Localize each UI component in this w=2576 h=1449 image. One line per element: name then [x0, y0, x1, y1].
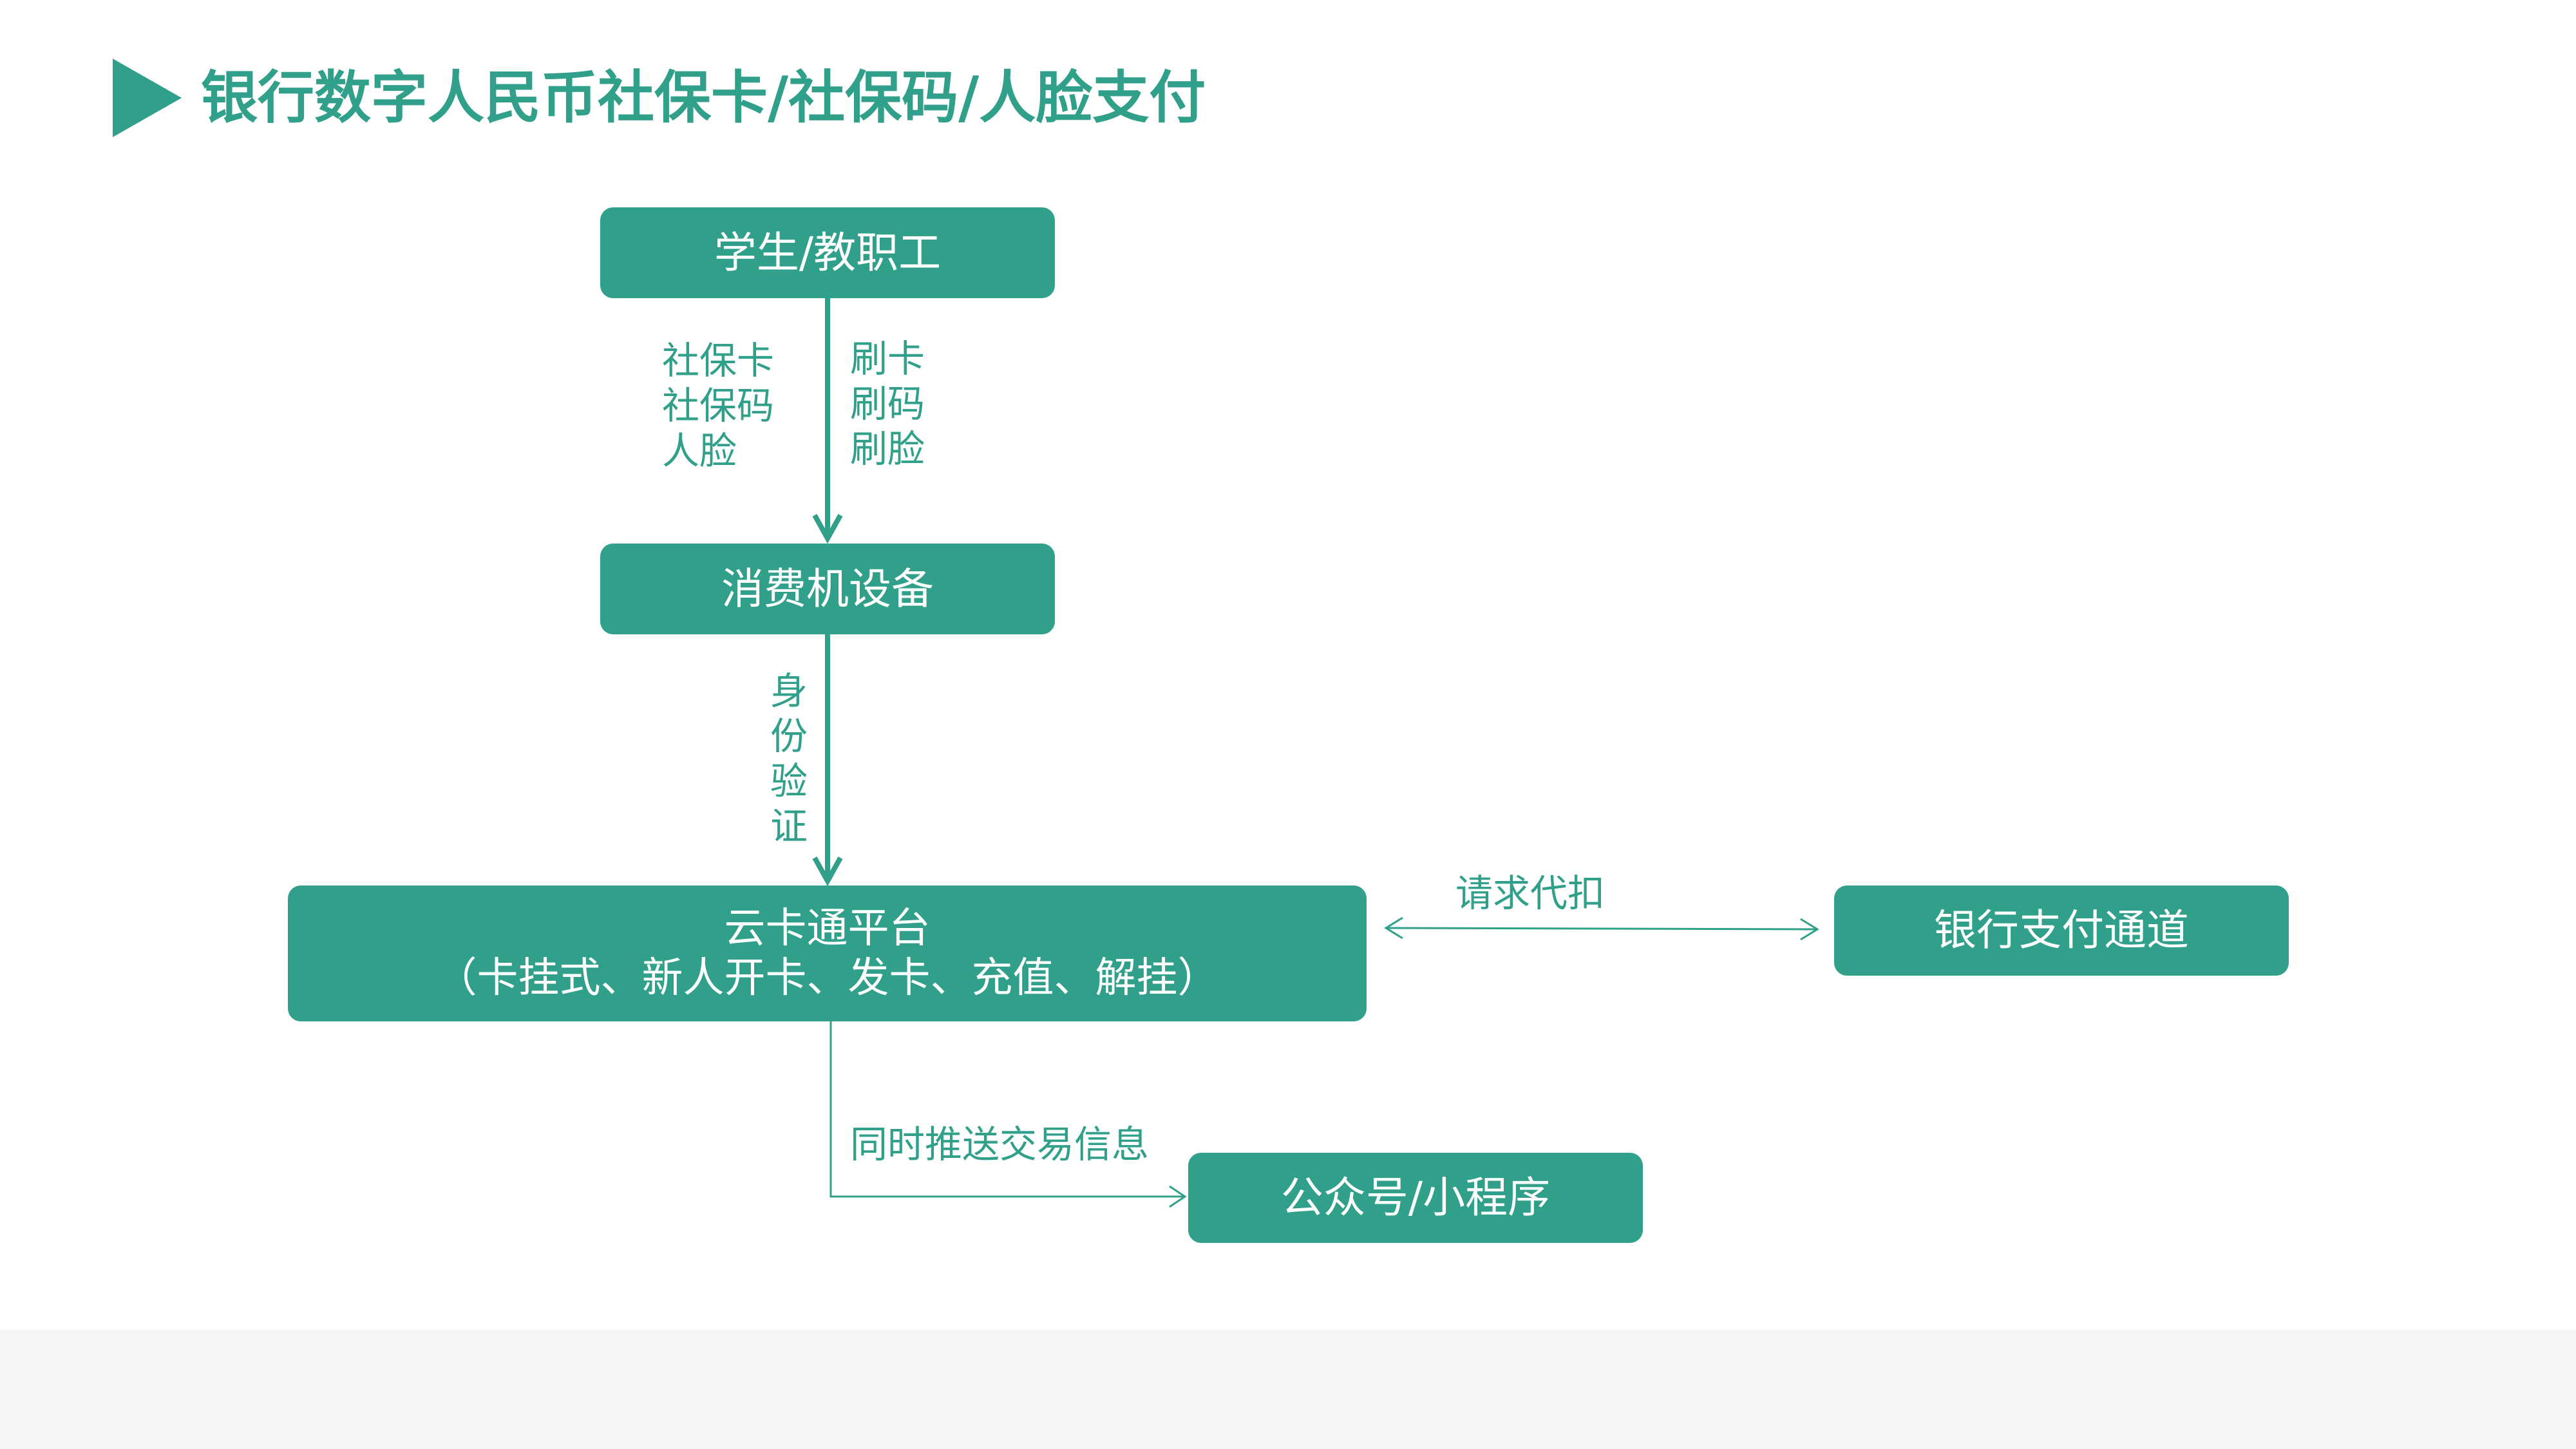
edge-label-media-2: 社保码 [662, 384, 775, 428]
node-pos-device-label: 消费机设备 [721, 564, 934, 614]
node-pos-device: 消费机设备 [600, 544, 1055, 634]
edge-label-media: 社保卡 社保码 人脸 [662, 338, 774, 473]
edge-platform-bank-arrow-left [1384, 916, 1403, 940]
edge-label-verify-2: 份 [770, 714, 808, 758]
node-users: 学生/教职工 [600, 207, 1055, 298]
footer-band [0, 1330, 2576, 1449]
title-arrow-icon [113, 59, 182, 137]
edge-label-verify-4: 证 [770, 804, 808, 848]
node-cloud-card-platform: 云卡通平台 （卡挂式、新人开卡、发卡、充值、解挂） [288, 886, 1367, 1021]
node-wechat-label: 公众号/小程序 [1280, 1173, 1551, 1223]
edge-label-media-3: 人脸 [662, 429, 737, 473]
node-bank-channel: 银行支付通道 [1834, 886, 2289, 976]
node-platform-subtitle: （卡挂式、新人开卡、发卡、充值、解挂） [435, 954, 1219, 1002]
edge-label-actions-3: 刷脸 [850, 427, 925, 471]
edge-label-actions: 刷卡 刷码 刷脸 [850, 336, 925, 471]
edge-label-verify-3: 验 [770, 759, 808, 803]
edge-pos-to-platform-arrowhead [812, 857, 843, 887]
node-platform-title: 云卡通平台 [724, 904, 931, 952]
edge-label-actions-1: 刷卡 [850, 337, 925, 381]
edge-users-to-pos-arrowhead [812, 514, 843, 544]
edge-label-actions-2: 刷码 [850, 382, 925, 426]
edge-label-media-1: 社保卡 [662, 339, 775, 383]
node-wechat-miniprogram: 公众号/小程序 [1188, 1153, 1643, 1243]
node-bank-channel-label: 银行支付通道 [1934, 905, 2189, 956]
page-title: 银行数字人民币社保卡/社保码/人脸支付 [201, 64, 1206, 131]
edge-label-verify-1: 身 [770, 669, 808, 713]
edge-platform-to-wechat-arrowhead [1169, 1185, 1187, 1208]
edge-label-push-transaction: 同时推送交易信息 [850, 1122, 1150, 1166]
node-users-label: 学生/教职工 [714, 227, 942, 278]
edge-platform-bank-arrow-right [1800, 918, 1819, 941]
edge-platform-bank [1385, 927, 1818, 931]
edge-platform-to-wechat [829, 1021, 1185, 1198]
edge-label-identity-verify: 身 份 验 证 [770, 668, 808, 849]
edge-label-debit-request: 请求代扣 [1455, 871, 1605, 915]
